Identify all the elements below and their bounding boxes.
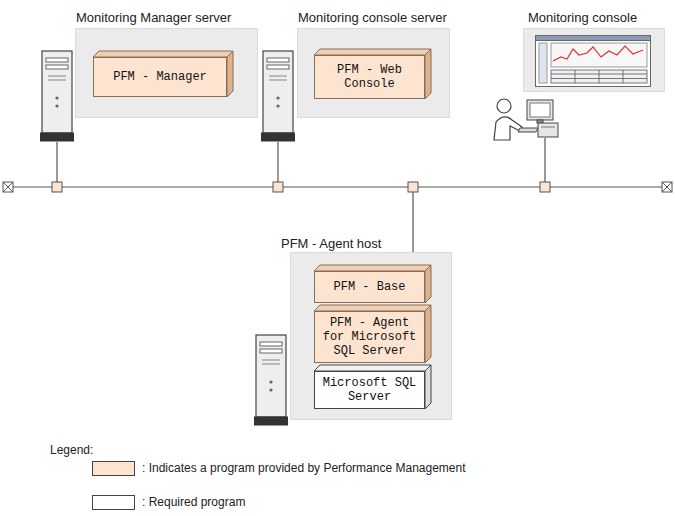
network-bus [13, 186, 662, 187]
box-label: PFM - Agent for Microsoft SQL Server [314, 311, 425, 363]
program-box: Microsoft SQL Server [314, 365, 431, 409]
box-front-face [315, 372, 425, 409]
program-name: Microsoft SQL Server [319, 376, 420, 404]
bus-connector [273, 182, 283, 192]
legend-text: : Required program [142, 495, 245, 510]
box-label: PFM - Manager [93, 57, 227, 97]
legend-swatch [92, 461, 135, 476]
panel-heading: Monitoring console server [298, 8, 447, 26]
legend-text: : Indicates a program provided by Perfor… [142, 461, 466, 476]
legend-swatch [92, 495, 135, 510]
server-icon [40, 51, 74, 141]
server-icon [254, 335, 288, 425]
network-drop [56, 142, 57, 187]
network-drop [277, 142, 278, 187]
box-top-face [93, 51, 233, 57]
host-panel: PFM - BasePFM - Agent for Microsoft SQL … [290, 252, 452, 420]
box-side-face [425, 49, 431, 99]
box-front-face [315, 56, 425, 99]
program-name: PFM - Web Console [319, 63, 420, 91]
heading-text: PFM - Agent host [281, 236, 381, 251]
box-top-face [314, 265, 431, 271]
box-top-face [314, 305, 431, 311]
bus-connector [540, 182, 550, 192]
bus-connector [408, 182, 418, 192]
heading-text: Monitoring console [528, 10, 637, 25]
box-top-face [314, 365, 431, 371]
panel-heading: Monitoring console [528, 8, 637, 26]
program-name: PFM - Base [333, 280, 405, 294]
box-front-face [315, 312, 425, 363]
host-panel: PFM - ManagerMonitoring Manager server [75, 28, 258, 118]
bus-connector [52, 182, 62, 192]
console-pc [518, 100, 558, 137]
panel-heading: PFM - Agent host [281, 234, 381, 252]
program-box: PFM - Manager [93, 51, 233, 97]
operator-figure [494, 99, 522, 140]
box-front-face [94, 58, 227, 97]
box-top-face [314, 49, 431, 55]
heading-text: Monitoring Manager server [76, 10, 231, 25]
box-side-face [425, 305, 431, 363]
label-text: Legend: [50, 443, 93, 457]
box-front-face [315, 272, 425, 303]
box-label: PFM - Base [314, 271, 425, 303]
program-box: PFM - Base [314, 265, 431, 303]
program-box: PFM - Web Console [314, 49, 431, 99]
bus-terminator [662, 182, 672, 192]
program-name: PFM - Agent for Microsoft SQL Server [319, 316, 420, 358]
bus-terminator [3, 182, 13, 192]
network-drop [544, 138, 545, 187]
box-label: PFM - Web Console [314, 55, 425, 99]
panel-heading: Monitoring Manager server [76, 8, 231, 26]
box-label: Microsoft SQL Server [314, 371, 425, 409]
box-side-face [425, 265, 431, 303]
legend-heading: Legend: [50, 440, 93, 458]
monitor-screen [535, 35, 651, 87]
program-name: PFM - Manager [113, 70, 207, 84]
heading-text: Monitoring console server [298, 10, 447, 25]
server-icon [261, 51, 295, 141]
host-panel: PFM - Web ConsoleMonitoring console serv… [297, 28, 450, 118]
box-side-face [425, 365, 431, 409]
box-side-face [227, 51, 233, 97]
network-drop [412, 187, 413, 252]
program-box: PFM - Agent for Microsoft SQL Server [314, 305, 431, 363]
